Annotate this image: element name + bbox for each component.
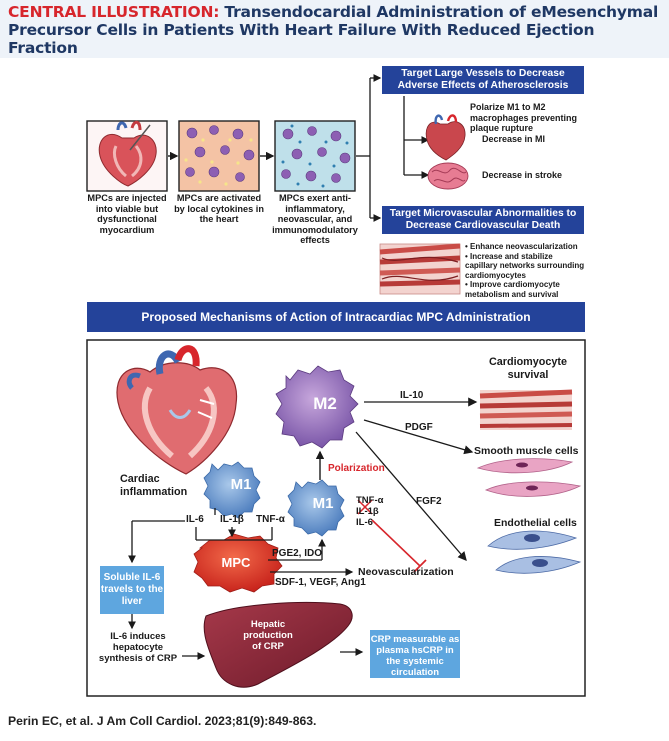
- panel3-caption: MPCs exert anti-inflammatory, neovascula…: [272, 193, 358, 245]
- decrease-stroke-label: Decrease in stroke: [482, 170, 563, 180]
- crp-measurable-box: CRP measurable as plasma hsCRP in the sy…: [370, 630, 460, 678]
- arrow-pdgf: [363, 419, 474, 455]
- header: CENTRAL ILLUSTRATION: Transendocardial A…: [0, 0, 669, 58]
- title-text: Transendocardial Administration of eMese…: [8, 3, 659, 57]
- targets-bracket: [356, 74, 430, 222]
- inflamed-heart-image: [116, 345, 238, 475]
- endothelial-image: [487, 530, 582, 574]
- citation: Perin EC, et al. J Am Coll Cardiol. 2023…: [8, 714, 317, 728]
- neovascularization-label: Neovascularization: [358, 566, 454, 578]
- endothelial-label: Endothelial cells: [494, 517, 577, 529]
- inhibited-tnfa: TNF-α: [356, 495, 384, 506]
- arrow-fgf2: [355, 431, 467, 561]
- m1-macrophage-left: [203, 461, 261, 519]
- il6-label: IL-6: [186, 514, 204, 525]
- panel1-caption: MPCs are injected into viable but dysfun…: [87, 193, 167, 235]
- polarization-label: Polarization: [328, 463, 385, 474]
- m2-macrophage: [275, 365, 359, 449]
- mechanism-banner: Proposed Mechanisms of Action of Intraca…: [87, 302, 585, 332]
- pge2-ido-label: PGE2, IDO: [272, 548, 323, 559]
- bullet-item: • Enhance neovascularization: [465, 242, 578, 251]
- cardiomyocyte-image: [479, 389, 573, 430]
- il1b-label: IL-1β: [220, 514, 244, 525]
- m2-label: M2: [313, 394, 337, 413]
- il6-induces-label: IL-6 induces hepatocyte synthesis of CRP: [98, 631, 178, 664]
- cytokine-bracket: [128, 508, 273, 564]
- mpc-cell: [193, 533, 283, 593]
- m1-center-label: M1: [312, 495, 334, 512]
- m1-left-label: M1: [230, 476, 252, 493]
- cardiomyocyte-survival-label: Cardiomyocyte survival: [488, 356, 567, 381]
- smooth-muscle-image: [476, 458, 582, 497]
- mpc-label: MPC: [221, 555, 251, 570]
- microvascular-fibers-image: [379, 243, 461, 295]
- bullet-text: Improve cardiomyocyte metabolism and sur…: [465, 280, 560, 299]
- sdf-vegf-label: SDF-1, VEGF, Ang1: [275, 577, 366, 588]
- bullet-item: • Improve cardiomyocyte metabolism and s…: [465, 280, 560, 299]
- soluble-il6-box: Soluble IL-6 travels to the liver: [100, 566, 164, 614]
- inhibited-il1b: IL-1β: [356, 506, 379, 517]
- heart-mi-icon: [425, 114, 466, 161]
- bullet-text: Increase and stabilize capillary network…: [465, 251, 585, 280]
- microvascular-bullets: • Enhance neovascularization • Increase …: [465, 242, 585, 299]
- cardiac-inflammation-label: Cardiac inflammation: [120, 473, 188, 498]
- pdgf-label: PDGF: [405, 422, 433, 433]
- bullet-text: Enhance neovascularization: [470, 242, 578, 251]
- microvascular-banner: Target Microvascular Abnormalities to De…: [382, 206, 584, 234]
- tnfa-label: TNF-α: [256, 514, 285, 525]
- inhibition-line: [357, 499, 427, 573]
- panel2-caption: MPCs are activated by local cytokines in…: [174, 193, 264, 224]
- smooth-muscle-label: Smooth muscle cells: [474, 445, 579, 457]
- il10-label: IL-10: [400, 390, 424, 401]
- bullet-item: • Increase and stabilize capillary netwo…: [465, 251, 585, 280]
- polarize-text: Polarize M1 to M2 macrophages preventing…: [470, 102, 578, 133]
- decrease-mi-label: Decrease in MI: [482, 134, 546, 144]
- hepatic-production-label: Hepatic production of CRP: [243, 619, 293, 652]
- fgf2-label: FGF2: [416, 496, 442, 507]
- inhibited-cytokines: TNF-α IL-1β IL-6: [356, 495, 383, 528]
- illustration-title: CENTRAL ILLUSTRATION: Transendocardial A…: [8, 3, 661, 57]
- inhibited-il6: IL-6: [356, 517, 373, 528]
- panel-activation: [178, 120, 260, 192]
- liver-image: [203, 602, 353, 688]
- large-vessels-banner: Target Large Vessels to Decrease Adverse…: [382, 66, 584, 94]
- m1-macrophage-center: [287, 479, 345, 537]
- panel-injection: [86, 120, 168, 192]
- title-prefix: CENTRAL ILLUSTRATION:: [8, 3, 220, 21]
- panel-effects: [274, 120, 356, 192]
- brain-stroke-icon: [427, 162, 469, 190]
